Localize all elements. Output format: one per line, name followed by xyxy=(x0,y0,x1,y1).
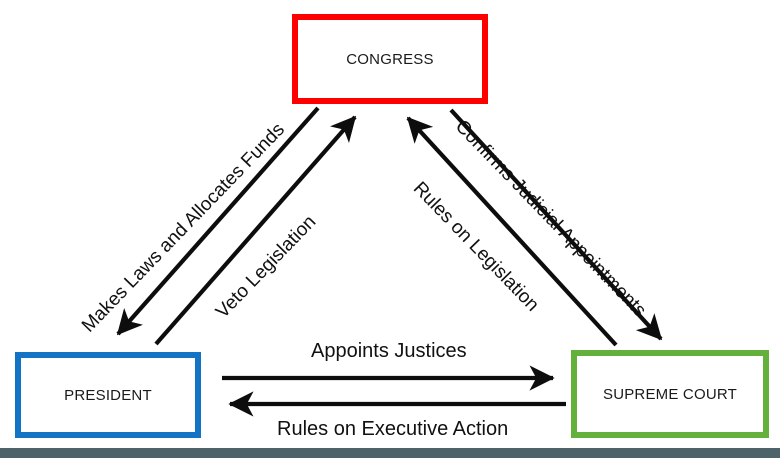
arrow-veto-legislation xyxy=(154,115,357,346)
arrow-makes-laws xyxy=(116,106,320,336)
node-congress[interactable]: CONGRESS xyxy=(292,14,488,104)
node-president-label: PRESIDENT xyxy=(64,386,152,404)
node-congress-label: CONGRESS xyxy=(346,50,434,68)
edge-label-rules-on-executive-action: Rules on Executive Action xyxy=(277,418,509,440)
bottom-accent-bar xyxy=(0,448,780,458)
node-president[interactable]: PRESIDENT xyxy=(15,352,201,438)
edge-label-appoints-justices: Appoints Justices xyxy=(311,340,467,362)
arrow-confirms-judicial-appointments xyxy=(449,108,663,341)
node-supreme-court-label: SUPREME COURT xyxy=(602,385,737,403)
node-supreme-court[interactable]: SUPREME COURT xyxy=(571,350,769,438)
arrow-rules-on-legislation xyxy=(406,116,618,347)
